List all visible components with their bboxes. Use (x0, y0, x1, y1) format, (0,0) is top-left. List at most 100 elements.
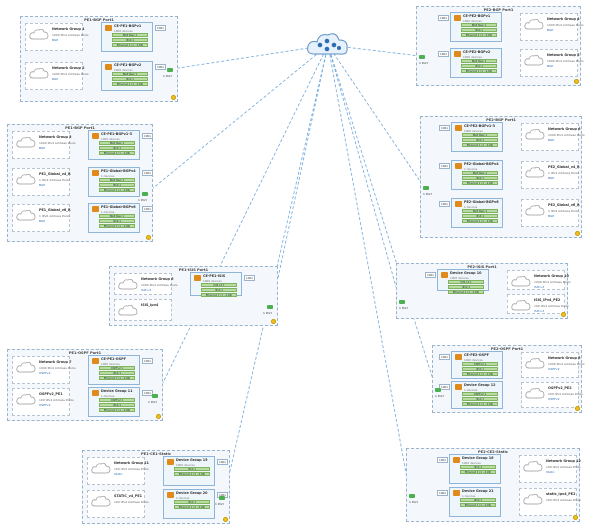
stack-layer[interactable]: BGP Peer 1 (461, 59, 497, 63)
stack-layer[interactable]: BGP Peer 1 (462, 171, 498, 175)
stack-layer[interactable]: Ethernet 1 (1 - 4,96) (99, 408, 135, 412)
stack-layer[interactable]: BGP Peer 1 (112, 72, 148, 76)
stack-layer[interactable]: Ethernet 1 (1 - 4,96) (462, 143, 498, 147)
stack-layer[interactable]: Ethernet 1 (1 - 4,96) (460, 470, 496, 474)
stack-layer[interactable]: BGP Peer 1 (99, 214, 135, 219)
stack-layer[interactable]: IPv6 1 (99, 219, 135, 224)
stack-layer[interactable]: Ethernet 1 (1 - 4,96) (99, 187, 135, 192)
stack-layer[interactable]: IPv4 1 (460, 498, 496, 502)
stack-layer[interactable]: BGP Peer 1 (462, 209, 498, 213)
stack-layer[interactable]: IPv4 1 (112, 77, 148, 81)
stack-layer[interactable]: Ethernet 1 (1 - 4,96) (462, 372, 498, 376)
stack-layer[interactable]: IPv4 1 (462, 138, 498, 142)
stack-layer[interactable]: OSPFv2 1 (99, 398, 135, 402)
stack-layer[interactable]: Ethernet 1 (1 - 4,96) (448, 290, 484, 294)
stack-layer[interactable]: Ethernet 1 (1 - 4,96) (461, 69, 497, 73)
stack-layer[interactable]: BGP Peer 1 (99, 141, 135, 145)
stack-layer[interactable]: ISIS L3 1 (448, 280, 484, 284)
stack-layer[interactable]: Ethernet 1 (1 - 4,96) (99, 376, 135, 380)
stack-layer[interactable]: Ethernet 1 (1 - 4,96) (99, 151, 135, 155)
stack-layer[interactable]: Ethernet 1 (1 - 4,96) (460, 503, 496, 507)
stack-layer[interactable]: IPv6 1 (462, 214, 498, 218)
stack-layer[interactable]: IPv4 1 (461, 28, 497, 32)
stack-layer[interactable]: IPv4 1 (462, 176, 498, 180)
stack-layer[interactable]: OSPFv2 1 (462, 392, 498, 396)
stack-layer[interactable]: BGP Peer 1 (462, 133, 498, 137)
stack-layer[interactable]: IPv4 1 (461, 64, 497, 68)
stack-layer[interactable]: Ethernet 1 (1 - 4,96) (112, 43, 148, 47)
stack-layer[interactable]: Ethernet 1 (1 - 4,96) (462, 402, 498, 406)
stack-layer[interactable]: Ethernet 1 (1 - 4,96) (462, 181, 498, 185)
stack-layer[interactable]: IPv4 1 (99, 371, 135, 375)
stack-layer[interactable]: IPv4 1 (448, 285, 484, 289)
stack-layer[interactable]: IPv4 1 (462, 397, 498, 401)
stack-layer[interactable]: BGP Peer 1 (112, 33, 148, 37)
stack-layer[interactable]: IPv4 1 (460, 465, 496, 469)
stack-layer[interactable]: IPv4 1 (99, 182, 135, 187)
stack-layer[interactable]: IPv4 1 (99, 146, 135, 150)
stack-layer[interactable]: OSPFv2 1 (462, 362, 498, 366)
stack-layer[interactable]: IPv4 1 (174, 467, 210, 471)
stack-layer[interactable]: Ethernet 1 (1 - 4,96) (99, 224, 135, 229)
stack-layer[interactable]: IPv4 1 (462, 367, 498, 371)
stack-layer[interactable]: Ethernet 1 (1 - 4,96) (201, 293, 237, 297)
stack-layer[interactable]: BGP Peer 1 (99, 177, 135, 182)
stack-layer[interactable]: IPv4 1 (112, 38, 148, 42)
stack-layer[interactable]: ISIS L3 1 (201, 283, 237, 287)
stack-layer[interactable]: Ethernet 1 (1 - 4,96) (112, 82, 148, 86)
stack-layer[interactable]: IPv4 1 (201, 288, 237, 292)
stack-layer[interactable]: Ethernet 1 (1 - 4,96) (461, 33, 497, 37)
stack-layer[interactable]: Ethernet 1 (1 - 4,96) (174, 472, 210, 476)
stack-layer[interactable]: IPv4 1 (174, 500, 210, 504)
